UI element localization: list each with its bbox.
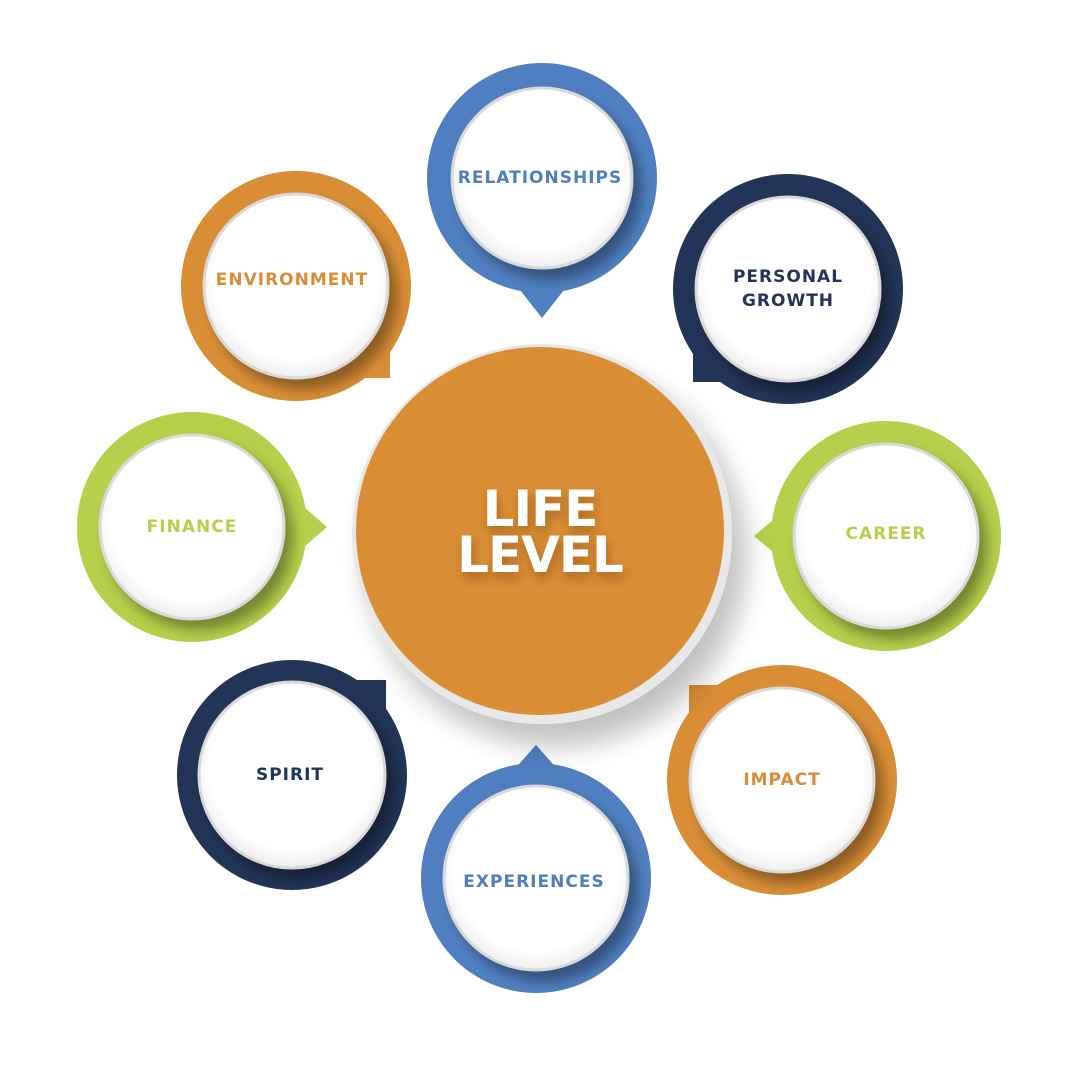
- node-label-impact: IMPACT: [743, 770, 821, 790]
- node-face: [792, 442, 980, 630]
- node-experiences: [421, 745, 651, 993]
- node-personal-growth: [673, 174, 903, 404]
- node-label-relationships: RELATIONSHIPS: [457, 168, 623, 188]
- node-label-environment: ENVIRONMENT: [215, 270, 369, 290]
- node-label-experiences: EXPERIENCES: [463, 872, 605, 892]
- node-face: [197, 680, 387, 870]
- node-label-finance: FINANCE: [146, 517, 238, 537]
- node-relationships: [427, 63, 657, 318]
- node-face: [688, 686, 876, 874]
- node-face: [202, 192, 390, 380]
- node-environment: [181, 171, 411, 401]
- node-impact: [667, 665, 897, 895]
- center-title: LIFE LEVEL: [457, 480, 624, 584]
- center-hub: [352, 344, 732, 724]
- node-face: [442, 784, 630, 972]
- node-label-career: CAREER: [845, 524, 927, 544]
- node-label-spirit: SPIRIT: [255, 765, 325, 785]
- node-label-personal-growth: PERSONAL GROWTH: [732, 267, 844, 311]
- node-face: [694, 195, 882, 383]
- node-face: [450, 86, 634, 270]
- node-face: [98, 433, 286, 621]
- node-career: [754, 421, 1001, 651]
- pointer-bottom-icon: [520, 290, 564, 318]
- node-finance: [77, 412, 327, 642]
- node-spirit: [177, 660, 407, 890]
- center-hub-fill: [356, 347, 724, 715]
